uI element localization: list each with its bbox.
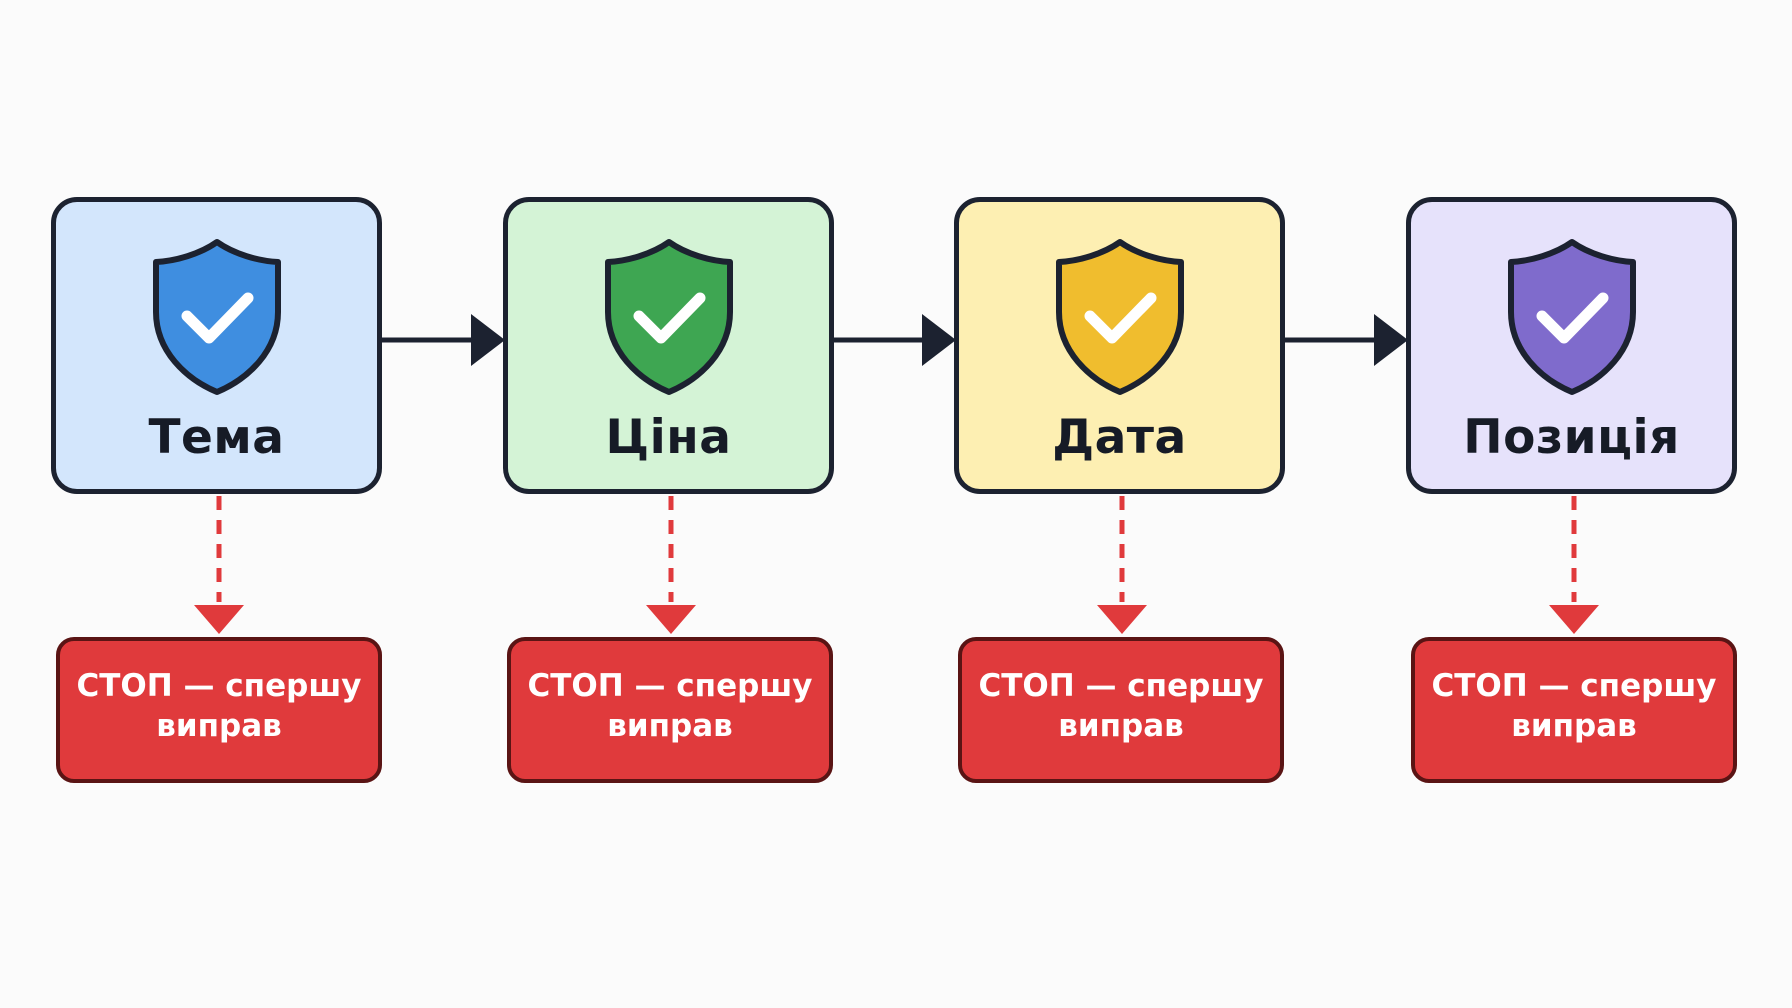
stage-label: Ціна [605,410,732,465]
stage-box-tema: Тема [51,197,382,494]
stage-label: Позиція [1463,410,1680,465]
stop-box-2: СТОП — спершу виправ [507,637,833,783]
stage-box-tsina: Ціна [503,197,834,494]
flow-arrowhead-icon [471,314,505,366]
stop-label: СТОП — спершу виправ [978,668,1264,744]
stop-box-3: СТОП — спершу виправ [958,637,1284,783]
stop-arrowhead-icon [194,605,244,634]
stop-label: СТОП — спершу виправ [76,668,362,744]
stop-box-1: СТОП — спершу виправ [56,637,382,783]
stop-arrowhead-icon [1097,605,1147,634]
stop-label: СТОП — спершу виправ [527,668,813,744]
stop-arrowhead-icon [1549,605,1599,634]
stop-label: СТОП — спершу виправ [1431,668,1717,744]
shield-check-icon [1055,239,1184,395]
flow-arrowhead-icon [922,314,956,366]
shield-check-icon [1507,239,1636,395]
shield-check-icon [604,239,733,395]
flow-arrowhead-icon [1374,314,1408,366]
stop-arrowhead-icon [646,605,696,634]
stage-box-pozytsiia: Позиція [1406,197,1737,494]
stage-box-data: Дата [954,197,1285,494]
shield-check-icon [152,239,281,395]
stage-label: Дата [1052,410,1187,465]
stop-box-4: СТОП — спершу виправ [1411,637,1737,783]
stage-label: Тема [148,410,285,465]
